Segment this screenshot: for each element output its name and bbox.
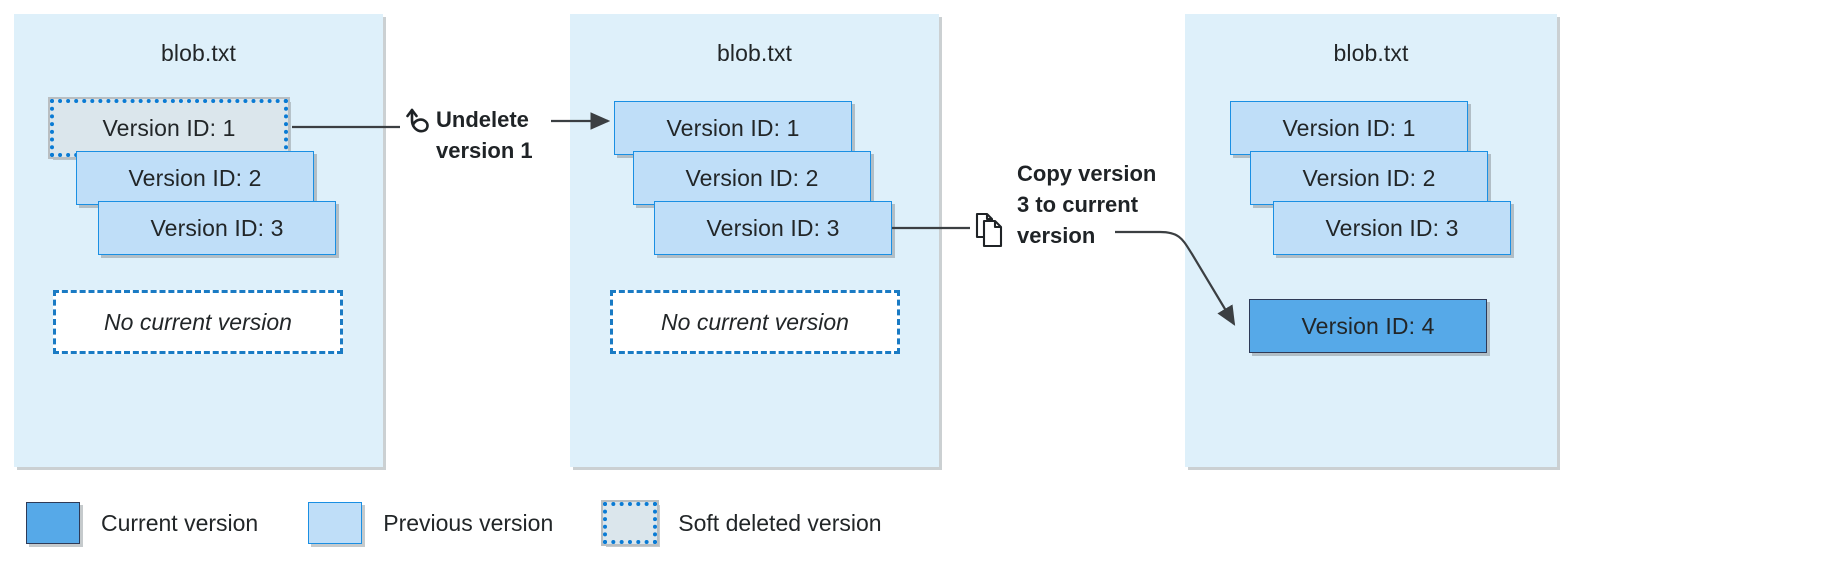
legend-swatch-soft-deleted-version [601, 500, 660, 546]
version-box-previous[interactable]: Version ID: 3 [654, 201, 892, 255]
legend-swatch-current-version [26, 502, 80, 544]
legend-item-current-version: Current version [26, 502, 258, 544]
version-box-previous[interactable]: Version ID: 1 [614, 101, 852, 155]
no-current-version-placeholder: No current version [610, 290, 900, 354]
blob-name-label: blob.txt [1333, 40, 1409, 66]
copy-annotation-label: Copy version 3 to current version [1017, 161, 1157, 248]
version-box-previous[interactable]: Version ID: 2 [76, 151, 314, 205]
version-box-soft-deleted[interactable]: Version ID: 1 [48, 97, 290, 159]
version-box-previous[interactable]: Version ID: 3 [1273, 201, 1511, 255]
undelete-annotation-label: Undelete version 1 [436, 107, 533, 163]
version-box-previous[interactable]: Version ID: 2 [1250, 151, 1488, 205]
legend-label-soft-deleted-version: Soft deleted version [678, 509, 882, 536]
version-box-previous[interactable]: Version ID: 2 [633, 151, 871, 205]
legend-item-previous-version: Previous version [308, 502, 553, 544]
version-label: Version ID: 3 [150, 214, 284, 241]
version-label: Version ID: 2 [128, 164, 262, 191]
legend: Current version Previous version Soft de… [26, 500, 932, 546]
no-current-version-placeholder: No current version [53, 290, 343, 354]
version-label: Version ID: 3 [1325, 214, 1459, 241]
legend-item-soft-deleted-version: Soft deleted version [601, 500, 882, 546]
legend-swatch-previous-version [308, 502, 363, 544]
blob-name-label: blob.txt [717, 40, 792, 66]
version-label: Version ID: 1 [102, 114, 236, 141]
version-label: Version ID: 1 [1282, 114, 1416, 141]
version-label: Version ID: 2 [685, 164, 819, 191]
version-label: Version ID: 1 [666, 114, 800, 141]
legend-label-current-version: Current version [101, 509, 259, 536]
version-box-previous[interactable]: Version ID: 1 [1230, 101, 1468, 155]
legend-label-previous-version: Previous version [383, 509, 554, 536]
no-current-version-label: No current version [661, 308, 849, 335]
version-label: Version ID: 3 [706, 214, 840, 241]
copy-pages-icon [974, 212, 1008, 250]
version-label: Version ID: 4 [1301, 312, 1435, 339]
undo-arrow-icon [404, 106, 434, 144]
no-current-version-label: No current version [104, 308, 292, 335]
version-box-previous[interactable]: Version ID: 3 [98, 201, 336, 255]
blob-name-label: blob.txt [161, 40, 236, 66]
version-label: Version ID: 2 [1302, 164, 1436, 191]
version-box-current[interactable]: Version ID: 4 [1249, 299, 1487, 353]
